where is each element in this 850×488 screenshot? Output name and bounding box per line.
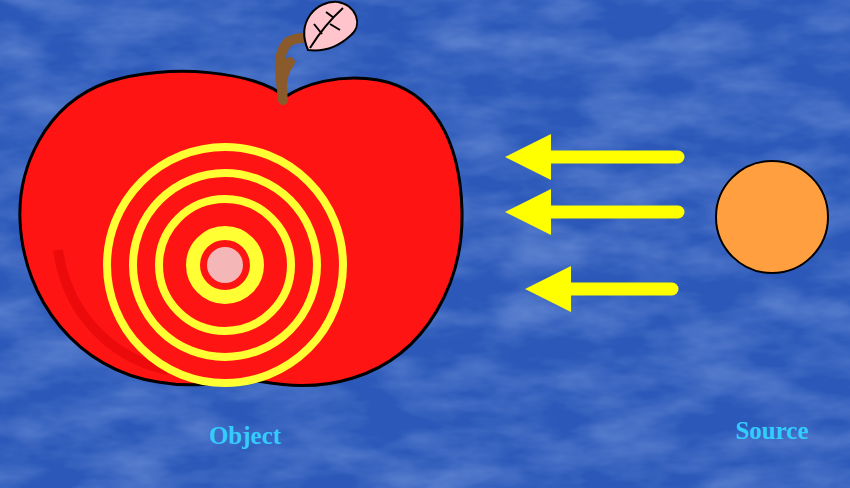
object-apple: Object bbox=[18, 0, 463, 460]
radiation-arrow bbox=[505, 134, 678, 180]
radiation-arrow bbox=[525, 266, 672, 312]
node-label: Source bbox=[735, 417, 808, 445]
apple-target bbox=[18, 0, 463, 460]
source-circle bbox=[700, 140, 850, 450]
node-label: Object bbox=[209, 422, 281, 450]
radiation-arrow bbox=[505, 189, 678, 235]
source-circle: Source bbox=[700, 140, 850, 450]
